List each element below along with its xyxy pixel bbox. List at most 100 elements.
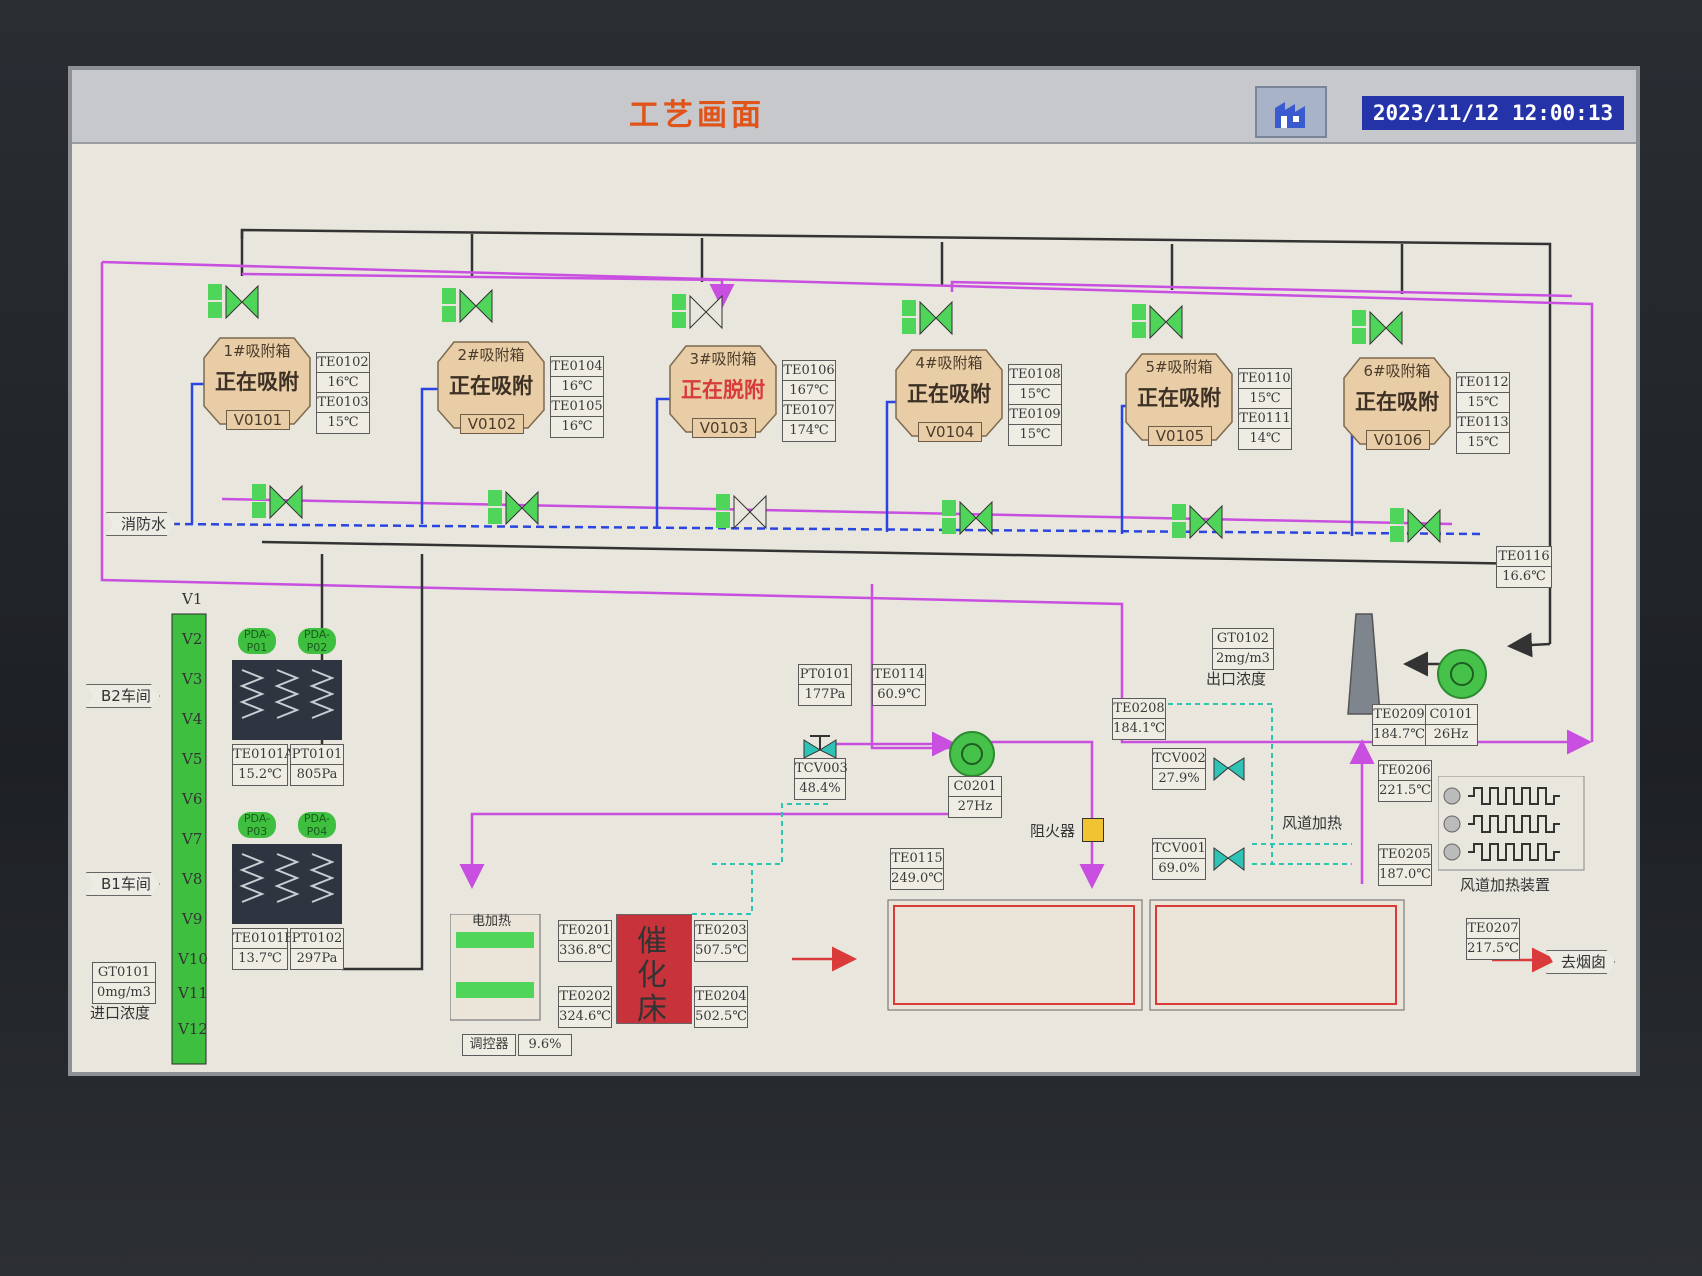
- te0202-tag: TE0202: [558, 986, 612, 1008]
- pda-p04: PDA-P04: [298, 812, 336, 838]
- valve-icon[interactable]: [1352, 310, 1412, 350]
- regulator-value[interactable]: 9.6%: [518, 1034, 572, 1056]
- b2-workshop-inlet: B2车间: [86, 684, 160, 708]
- filter-bank-top: [232, 660, 342, 740]
- adsorption-tank-2[interactable]: [436, 340, 546, 430]
- valve-icon[interactable]: [252, 484, 312, 524]
- control-valve-icon[interactable]: [1212, 754, 1246, 784]
- gt0102-tag: GT0102: [1212, 628, 1274, 650]
- te0116-value: 16.6℃: [1496, 566, 1552, 588]
- gt0101-tag: GT0101: [92, 962, 156, 984]
- tank-5-temp-tag-top: TE0110: [1238, 368, 1292, 390]
- valve-icon[interactable]: [942, 500, 1002, 540]
- valve-label-v9: V9: [182, 910, 203, 928]
- te0204-tag: TE0204: [694, 986, 748, 1008]
- te0203-tag: TE0203: [694, 920, 748, 942]
- pda-p02: PDA-P02: [298, 628, 336, 654]
- adsorption-tank-1[interactable]: [202, 336, 312, 426]
- te0201-tag: TE0201: [558, 920, 612, 942]
- tank-6-temp-bottom: 15℃: [1456, 432, 1510, 454]
- tcv001-value: 69.0%: [1152, 858, 1206, 880]
- te0101b-tag: TE0101B: [232, 928, 294, 950]
- tank-3-temp-top: 167℃: [782, 380, 836, 402]
- tcv002-tag: TCV002: [1152, 748, 1206, 770]
- tank-3-temp-tag-bottom: TE0107: [782, 400, 836, 422]
- regulator-label: 调控器: [462, 1034, 516, 1056]
- control-valve-icon[interactable]: [802, 730, 838, 760]
- adsorption-tank-4[interactable]: [894, 348, 1004, 438]
- catalyst-bed: [616, 914, 692, 1024]
- valve-icon[interactable]: [442, 288, 502, 328]
- valve-label-v10: V10: [178, 950, 208, 968]
- adsorption-tank-6[interactable]: [1342, 356, 1452, 446]
- c0101-tag: C0101: [1424, 704, 1478, 726]
- pt0101-tag: PT0101: [290, 744, 344, 766]
- valve-icon[interactable]: [488, 490, 548, 530]
- tank-3-temp-tag-top: TE0106: [782, 360, 836, 382]
- valve-icon[interactable]: [1390, 508, 1450, 548]
- te0206-tag: TE0206: [1378, 760, 1432, 782]
- c0101-value: 26Hz: [1424, 724, 1478, 746]
- tank-6-temp-tag-top: TE0112: [1456, 372, 1510, 394]
- tank-4-temp-bottom: 15℃: [1008, 424, 1062, 446]
- valve-label-v6: V6: [182, 790, 203, 808]
- tank-6-temp-top: 15℃: [1456, 392, 1510, 414]
- catalyst-char-3: 床: [637, 992, 667, 1027]
- valve-label-v1: V1: [182, 590, 203, 608]
- tank-1-id: V0101: [226, 410, 290, 430]
- valve-label-v3: V3: [182, 670, 203, 688]
- valve-label-v12: V12: [178, 1020, 208, 1038]
- tank-6-status: 正在吸附: [1355, 390, 1439, 414]
- outlet-conc-label: 出口浓度: [1206, 670, 1267, 688]
- tank-1-name: 1#吸附箱: [223, 342, 291, 360]
- tank-6-id: V0106: [1366, 430, 1430, 450]
- electric-heater: [450, 914, 541, 1021]
- valve-icon[interactable]: [1132, 304, 1192, 344]
- chimney-outlet: 去烟囱: [1546, 950, 1616, 974]
- tank-3-status: 正在脱附: [681, 378, 765, 402]
- control-valve-icon[interactable]: [1212, 844, 1246, 874]
- duct-heater-label: 风道加热: [1282, 814, 1343, 832]
- tank-4-id: V0104: [918, 422, 982, 442]
- valve-label-v5: V5: [182, 750, 203, 768]
- fire-water-inlet: 消防水: [106, 512, 176, 536]
- valve-icon[interactable]: [716, 494, 776, 534]
- tank-1-temp-bottom: 15℃: [316, 412, 370, 434]
- datetime-display: 2023/11/12 12:00:13: [1362, 96, 1624, 130]
- te0101b-value: 13.7℃: [232, 948, 288, 970]
- tank-3-temp-bottom: 174℃: [782, 420, 836, 442]
- adsorption-tank-5[interactable]: [1124, 352, 1234, 442]
- valve-icon[interactable]: [902, 300, 962, 340]
- te0208-tag: TE0208: [1112, 698, 1166, 720]
- tank-2-temp-top: 16℃: [550, 376, 604, 398]
- tank-1-temp-top: 16℃: [316, 372, 370, 394]
- duct-heater-device: [1438, 776, 1585, 871]
- duct-heater-device-label: 风道加热装置: [1460, 876, 1551, 894]
- pt0101-value: 805Pa: [290, 764, 344, 786]
- valve-icon[interactable]: [1172, 504, 1232, 544]
- home-button[interactable]: [1255, 86, 1327, 138]
- tank-4-temp-tag-bottom: TE0109: [1008, 404, 1062, 426]
- adsorption-tank-3[interactable]: [668, 344, 778, 434]
- tank-5-temp-top: 15℃: [1238, 388, 1292, 410]
- tank-1-temp-tag-bottom: TE0103: [316, 392, 370, 414]
- te0114-tag: TE0114: [872, 664, 926, 686]
- te0205-tag: TE0205: [1378, 844, 1432, 866]
- valve-icon[interactable]: [672, 294, 732, 334]
- valve-label-v7: V7: [182, 830, 203, 848]
- c0201-value: 27Hz: [948, 796, 1002, 818]
- tank-4-temp-top: 15℃: [1008, 384, 1062, 406]
- te0207-tag: TE0207: [1466, 918, 1520, 940]
- valve-icon[interactable]: [208, 284, 268, 324]
- te0209-tag: TE0209: [1372, 704, 1426, 726]
- flame-arrester-label: 阻火器: [1030, 822, 1076, 840]
- te0208-value: 184.1℃: [1112, 718, 1166, 740]
- catalyst-char-2: 化: [637, 958, 667, 993]
- tank-6-name: 6#吸附箱: [1363, 362, 1431, 380]
- tank-4-temp-tag-top: TE0108: [1008, 364, 1062, 386]
- factory-icon: [1275, 102, 1305, 128]
- b1-workshop-inlet: B1车间: [86, 872, 160, 896]
- te0202-value: 324.6℃: [558, 1006, 612, 1028]
- pt0101b-tag: PT0101: [798, 664, 852, 686]
- te0201-value: 336.8℃: [558, 940, 612, 962]
